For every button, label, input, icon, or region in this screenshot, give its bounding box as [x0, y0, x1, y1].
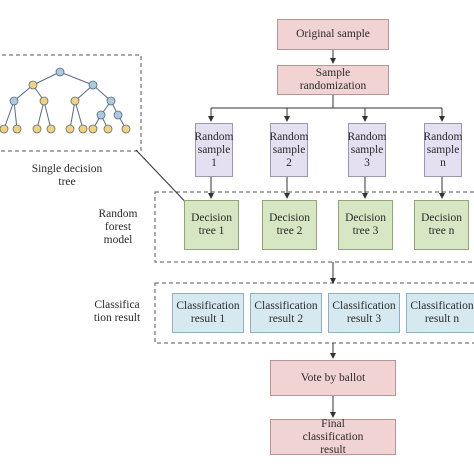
sample-randomization-box: Sample randomization — [277, 65, 389, 95]
classification-result-2-box: Classification result 2 — [250, 293, 322, 333]
classification-frame — [154, 282, 474, 344]
decision-tree-2-box: Decision tree 2 — [262, 200, 317, 250]
original-sample-box: Original sample — [277, 19, 389, 50]
classification-result-label: Classifica tion result — [93, 299, 141, 324]
single-decision-tree-label: Single decision tree — [31, 163, 103, 188]
random-sample-n-box: Random sample n — [424, 123, 463, 177]
forest-frame — [154, 191, 474, 263]
tree-nodes — [0, 67, 131, 134]
classification-result-1-box: Classification result 1 — [172, 293, 244, 333]
classification-result-n-box: Classification result n — [406, 293, 474, 333]
random-forest-model-label: Random forest model — [98, 208, 138, 246]
random-sample-2-box: Random sample 2 — [270, 123, 309, 177]
decision-tree-1-box: Decision tree 1 — [184, 200, 239, 250]
random-sample-1-box: Random sample 1 — [195, 123, 234, 177]
final-classification-result-box: Final classification result — [270, 418, 396, 456]
decision-tree-3-box: Decision tree 3 — [338, 200, 393, 250]
classification-result-3-box: Classification result 3 — [328, 293, 400, 333]
vote-by-ballot-box: Vote by ballot — [270, 360, 396, 396]
decision-tree-n-box: Decision tree n — [414, 200, 469, 250]
random-sample-3-box: Random sample 3 — [348, 123, 387, 177]
single-tree-frame — [0, 54, 142, 152]
